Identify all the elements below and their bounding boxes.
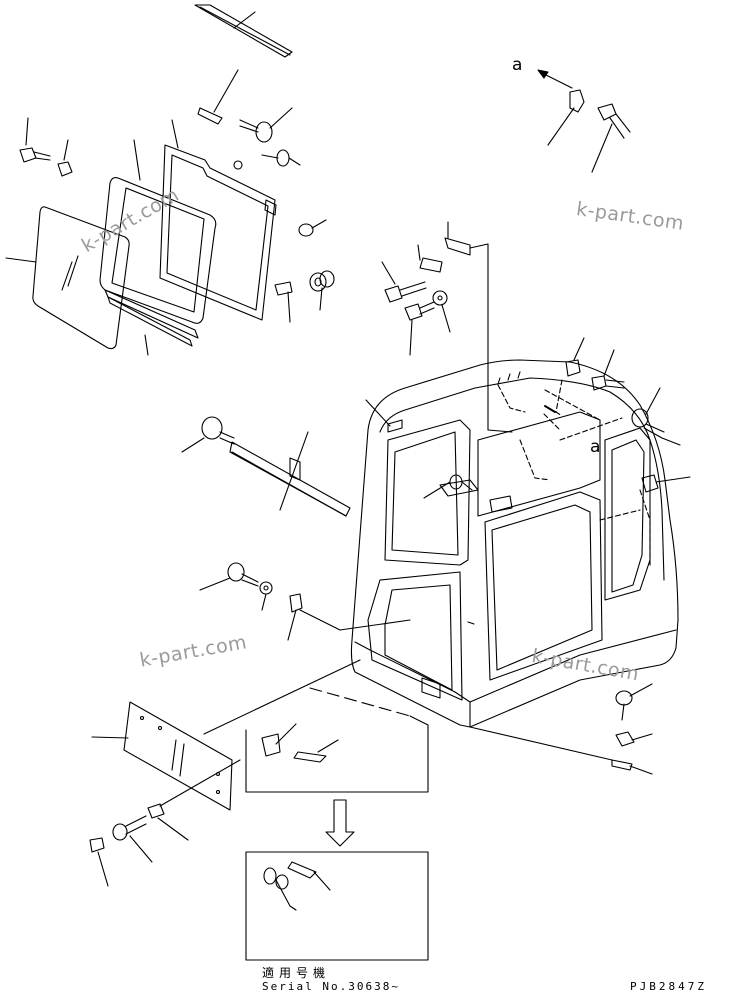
lower-bolt: [199, 562, 259, 591]
left-window-glass: [5, 206, 130, 350]
view-mark-a-cab: a: [590, 437, 601, 457]
right-side-clip: [641, 474, 691, 493]
rear-lower-bolt: [112, 815, 153, 863]
upper-clip: [197, 69, 239, 125]
view-a-arrow: [537, 69, 573, 89]
cab-mid-bolt: [423, 474, 473, 499]
handle-knob: [181, 416, 235, 453]
right-lower-plug: [615, 731, 653, 747]
lower-clip: [287, 593, 411, 641]
drawing-code: PJB2847Z: [630, 980, 707, 993]
right-clip-top: [565, 337, 585, 377]
left-window-frame: [159, 119, 277, 321]
left-nut: [57, 139, 73, 177]
right-lower-cap: [615, 683, 653, 721]
mid-bolt-1: [381, 261, 427, 303]
left-bolt: [19, 117, 51, 163]
mid-washer: [432, 290, 451, 333]
door-handle-rail: [229, 431, 351, 517]
serial-number-label: Serial No.30638~: [262, 980, 400, 993]
mid-clip: [417, 244, 443, 273]
right-bolt-top: [591, 349, 625, 391]
cab-body: [350, 359, 679, 728]
upper-screw: [261, 149, 301, 167]
frame-bracket: [274, 281, 293, 323]
upper-right-bolt: [591, 103, 631, 173]
right-lower-clip: [469, 726, 653, 775]
rear-lower-clip: [147, 759, 241, 841]
detail-box-current: [245, 687, 429, 793]
top-rail-strip: [194, 4, 293, 58]
rear-lower-cap: [89, 837, 109, 887]
right-bolt-mid: [631, 387, 681, 446]
view-mark-a-top: a: [512, 55, 523, 75]
upper-bolt: [239, 107, 293, 143]
lower-washer: [259, 581, 273, 611]
mid-bracket: [444, 221, 513, 433]
upper-right-clip: [547, 89, 585, 146]
left-window-seal: [99, 139, 217, 324]
detail-box-serial: [245, 851, 429, 961]
applicability-label: 適用号機: [262, 966, 331, 980]
mid-bolt-2: [404, 301, 435, 356]
left-window-sash-rail: [104, 289, 199, 356]
cap-right: [298, 219, 327, 237]
detail-arrow: [325, 799, 355, 847]
frame-washer-bolt: [309, 270, 335, 311]
rear-window-glass: [91, 659, 361, 811]
